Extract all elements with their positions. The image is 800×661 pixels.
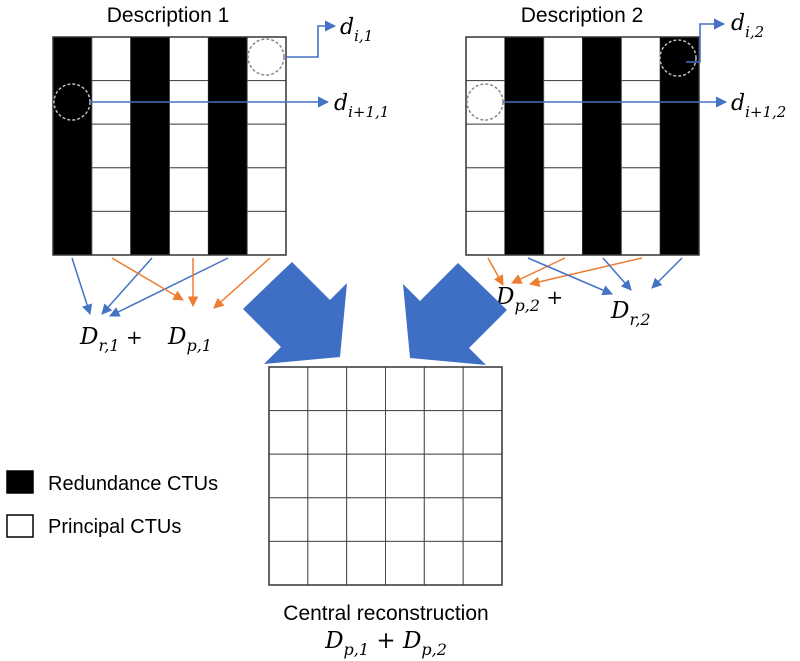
label-D-r-2: Dr,2 [610,298,651,329]
arrow-d2-orange-1 [487,257,504,286]
arrow-d2-orange-3 [528,257,643,287]
legend-principal-swatch [6,514,34,538]
central-principal-ctu [346,497,386,542]
central-principal-ctu [307,540,348,586]
central-frame [268,366,503,586]
arrow-to-d-i-1 [286,20,337,58]
legend-redundance-swatch [6,470,34,494]
label-D-r-1: Dr,1 + [79,324,143,355]
arrow-d1-blue-1 [71,257,93,315]
description-1-principal-ctu [169,210,209,256]
central-principal-ctu [462,540,503,586]
central-principal-ctu [346,366,386,412]
description-1-principal-ctu [246,167,287,212]
central-reconstruction-grid [268,366,503,586]
central-principal-ctu [268,497,309,542]
arrow-d1-orange-1 [111,257,184,301]
central-principal-ctu [423,540,464,586]
central-principal-ctu [307,453,348,499]
label-d-i1-2: di+1,2 [731,91,786,121]
central-principal-ctu [423,497,464,542]
arrow-d1-blue-3 [109,257,229,317]
description-2-principal-ctu [543,210,584,256]
arrow-d2-blue-2 [602,257,632,291]
central-principal-ctu [385,453,425,499]
central-principal-ctu [462,410,503,455]
description-2-redundance-column [582,37,622,255]
merge-arrow-right [403,263,507,365]
label-d-i-2: di,2 [731,11,764,41]
central-formula: Dp,1 + Dp,2 [324,628,447,659]
label-d-i1-1: di+1,1 [334,91,389,121]
central-principal-ctu [268,540,309,586]
central-principal-ctu [268,453,309,499]
arrow-d1-blue-2 [101,257,153,315]
central-principal-ctu [423,410,464,455]
merge-arrow-left [243,262,347,364]
description-1-principal-ctu [91,167,132,212]
central-principal-ctu [346,453,386,499]
central-principal-ctu [307,497,348,542]
central-principal-ctu [462,453,503,499]
arrow-d2-orange-2 [511,257,566,284]
label-d-i-1: di,1 [340,15,373,45]
central-principal-ctu [307,366,348,412]
description-2-frame [465,36,700,256]
central-principal-ctu [307,410,348,455]
description-2-principal-ctu [465,167,506,212]
central-principal-ctu [268,410,309,455]
description-2-principal-ctu [465,210,506,256]
arrow-d2-blue-1 [527,257,613,296]
description-1-principal-ctu [246,123,287,169]
description-2-principal-ctu [543,36,584,82]
description-1-principal-ctu [91,210,132,256]
description-1-redundance-column [208,37,248,255]
description-1-principal-ctu [169,36,209,82]
description-2-title: Description 2 [521,4,644,27]
central-principal-ctu [423,453,464,499]
description-1-frame [52,36,287,256]
arrow-to-d-i-2 [686,18,726,63]
description-2-principal-ctu [620,123,661,169]
description-2-principal-ctu [543,123,584,169]
central-principal-ctu [346,410,386,455]
description-2-redundance-column [504,37,544,255]
description-2-principal-ctu [620,36,661,82]
central-principal-ctu [385,410,425,455]
description-2-principal-ctu [620,210,661,256]
description-1-redundance-column [53,37,92,255]
central-principal-ctu [462,497,503,542]
legend-redundance-label: Redundance CTUs [48,473,218,495]
description-1-grid [52,36,287,256]
central-principal-ctu [385,540,425,586]
description-1-principal-ctu [91,123,132,169]
description-1-principal-ctu [169,167,209,212]
description-2-left-ctu-circle [466,83,504,121]
description-1-left-ctu-circle [53,83,91,121]
central-caption: Central reconstruction [283,602,488,625]
central-principal-ctu [268,366,309,412]
description-1-top-right-ctu-circle [247,38,285,76]
description-1-principal-ctu [169,123,209,169]
description-2-grid [465,36,700,256]
label-D-p-1: Dp,1 [167,324,212,355]
central-principal-ctu [462,366,503,412]
description-1-principal-ctu [91,36,132,82]
description-2-principal-ctu [620,167,661,212]
description-2-principal-ctu [543,167,584,212]
central-principal-ctu [346,540,386,586]
description-2-principal-ctu [465,36,506,82]
central-principal-ctu [385,497,425,542]
description-1-principal-ctu [246,210,287,256]
description-1-title: Description 1 [107,4,230,27]
description-2-principal-ctu [465,123,506,169]
central-principal-ctu [385,366,425,412]
legend-principal-label: Principal CTUs [48,516,181,538]
description-1-redundance-column [130,37,170,255]
arrow-d1-orange-3 [213,257,271,309]
description-2-top-right-ctu-circle [659,39,697,77]
arrow-d2-blue-3 [651,257,683,289]
central-principal-ctu [423,366,464,412]
